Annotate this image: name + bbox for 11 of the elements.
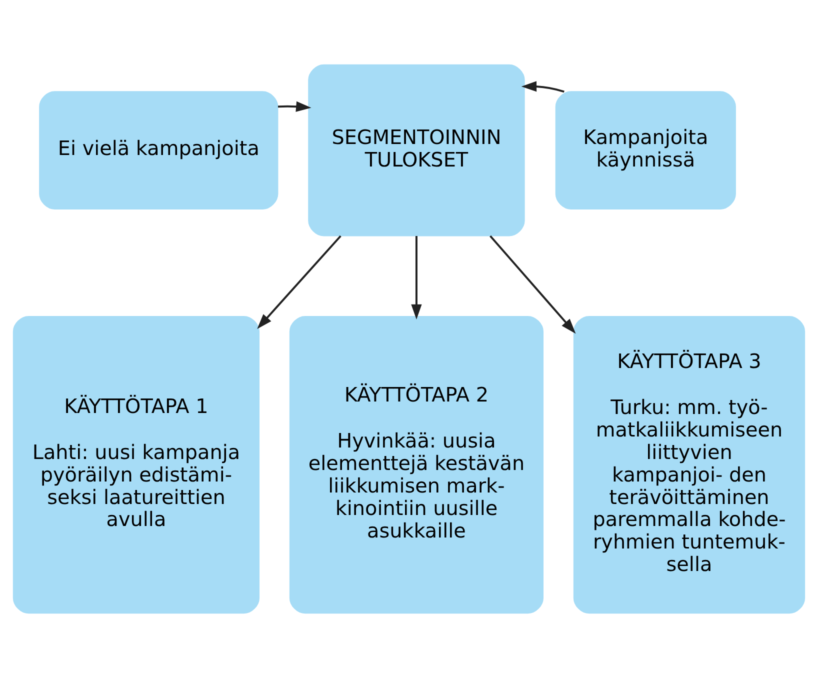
node-box: Kampanjoita käynnissä [555,90,736,209]
node-box: KÄYTTÖTAPA 3 Turku: mm. työ- matkaliikkumiseen liittyvien kampanjoi- den terävöittäminen paremmalla kohde- ryhmien tuntemuk- sella [573,315,806,614]
arrow [278,100,312,112]
node-box: KÄYTTÖTAPA 1 Lahti: uusi kampanja pyöräilyn edistämi- seksi laatureittien avulla [12,315,260,614]
arrow [257,234,342,328]
arrow [411,235,422,320]
node-box: KÄYTTÖTAPA 2 Hyvinkää: uusia elementtejä kestävän liikkumisen mark- kinointiin uusille asukkaille [289,315,544,614]
node-box: Ei vielä kampanjoita [39,90,278,209]
node-box: SEGMENTOINNIN TULOKSET [308,64,525,236]
arrow [490,234,576,334]
arrow [521,80,564,92]
